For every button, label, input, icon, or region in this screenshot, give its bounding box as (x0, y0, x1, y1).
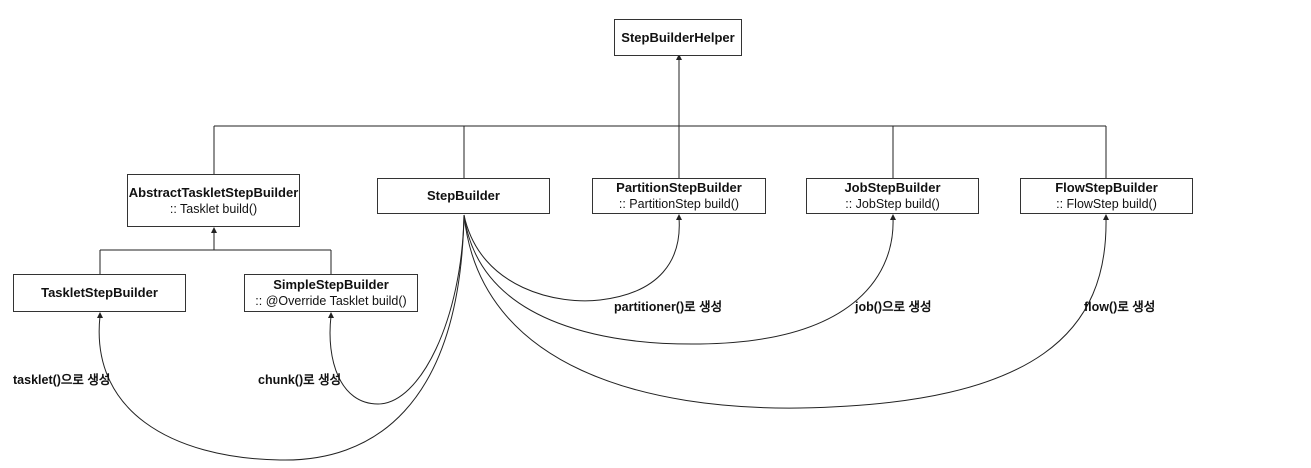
flow-step-builder-method: :: FlowStep build() (1056, 197, 1157, 211)
partition-step-builder-method: :: PartitionStep build() (618, 197, 740, 211)
step-builder-node: StepBuilder (377, 178, 550, 214)
abstract-tasklet-step-builder-node: AbstractTaskletStepBuilder :: Tasklet bu… (127, 174, 300, 227)
tasklet-step-builder-name: TaskletStepBuilder (41, 285, 158, 300)
step-builder-helper-name: StepBuilderHelper (621, 29, 735, 45)
job-edge-label: job()으로 생성 (855, 300, 932, 314)
abstract-tasklet-step-builder-name: AbstractTaskletStepBuilder (128, 184, 299, 200)
abstract-tasklet-step-builder-method: :: Tasklet build() (169, 201, 258, 216)
job-step-builder-name: JobStepBuilder (844, 180, 941, 195)
job-step-builder-method: :: JobStep build() (845, 197, 940, 211)
tasklet-creation-curve (98, 214, 465, 461)
chunk-creation-curve (329, 214, 465, 405)
job-creation-curve (463, 214, 894, 345)
chunk-arrowhead (328, 312, 334, 318)
simple-step-builder-name: SimpleStepBuilder (273, 277, 389, 292)
step-builder-name: StepBuilder (427, 188, 500, 203)
tasklet-step-builder-node: TaskletStepBuilder (13, 274, 186, 312)
flow-creation-curve (463, 214, 1107, 409)
flow-arrowhead (1103, 214, 1109, 220)
chunk-edge-label: chunk()로 생성 (258, 373, 342, 387)
flow-edge-label: flow()로 생성 (1084, 300, 1156, 314)
flow-step-builder-node: FlowStepBuilder :: FlowStep build() (1020, 178, 1193, 214)
tasklet-arrowhead (97, 312, 103, 318)
simple-step-builder-node: SimpleStepBuilder :: @Override Tasklet b… (244, 274, 418, 312)
flow-step-builder-name: FlowStepBuilder (1055, 180, 1158, 195)
step-builder-helper-node: StepBuilderHelper (614, 19, 742, 56)
partitioner-creation-curve (463, 214, 680, 302)
job-step-builder-node: JobStepBuilder :: JobStep build() (806, 178, 979, 214)
tasklet-edge-label: tasklet()으로 생성 (13, 373, 111, 387)
partition-step-builder-node: PartitionStepBuilder :: PartitionStep bu… (592, 178, 766, 214)
sub-inheritance-arrowhead (211, 227, 217, 233)
partitioner-arrowhead (676, 214, 682, 220)
job-arrowhead (890, 214, 896, 220)
inheritance-arrowhead-helper (676, 54, 682, 60)
simple-step-builder-method: :: @Override Tasklet build() (255, 294, 407, 308)
partition-step-builder-name: PartitionStepBuilder (616, 180, 742, 195)
partitioner-edge-label: partitioner()로 생성 (614, 300, 723, 314)
